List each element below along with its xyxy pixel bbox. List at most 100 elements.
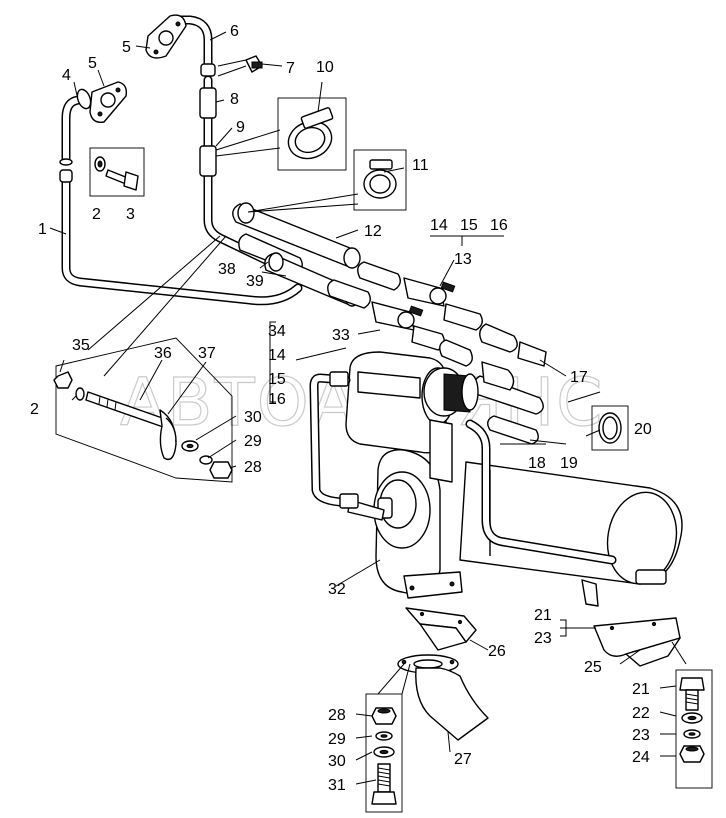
callout-23: 23	[632, 727, 650, 744]
callout-8: 8	[230, 91, 239, 108]
callout-30: 30	[244, 409, 262, 426]
bolt-31-bottom	[371, 763, 397, 805]
hose-17	[479, 323, 547, 367]
callout-2: 2	[30, 401, 39, 418]
heater-burner-32	[347, 449, 463, 599]
bracket-25	[593, 617, 681, 667]
hose-clamp-11	[363, 159, 397, 199]
nut-28-left	[209, 461, 233, 479]
callout-13: 13	[454, 251, 472, 268]
callout-31: 31	[328, 777, 346, 794]
hose-18	[439, 339, 473, 367]
callout-1: 1	[38, 221, 47, 238]
callout-21: 21	[534, 607, 552, 624]
callout-38: 38	[218, 261, 236, 278]
callout-27: 27	[454, 751, 472, 768]
callout-15: 15	[460, 217, 478, 234]
callout-6: 6	[230, 23, 239, 40]
washer-30-left	[181, 440, 199, 452]
bolt-kit-bottom-right-box	[675, 669, 713, 789]
leader-lines	[49, 31, 687, 785]
callout-2: 2	[92, 206, 101, 223]
washer-23-bottom	[683, 729, 701, 739]
heater-tank	[459, 461, 683, 607]
callout-4: 4	[62, 67, 71, 84]
callout-29: 29	[244, 433, 262, 450]
gasket-5-left	[89, 81, 128, 123]
callout-25: 25	[584, 659, 602, 676]
callout-26: 26	[488, 643, 506, 660]
callout-15: 15	[268, 371, 286, 388]
callout-30: 30	[328, 753, 346, 770]
callout-17: 17	[570, 369, 588, 386]
clamp-10-box	[277, 97, 347, 171]
elbow-pipe-6	[171, 15, 216, 77]
valve-33	[371, 301, 445, 351]
pipe-1	[59, 169, 303, 306]
callout-28: 28	[328, 707, 346, 724]
callout-36: 36	[154, 345, 172, 362]
hose-clamp-10	[287, 107, 334, 160]
callout-12: 12	[364, 223, 382, 240]
washer-30-bottom	[373, 746, 395, 758]
callout-35: 35	[72, 337, 90, 354]
callout-21: 21	[632, 681, 650, 698]
callout-28: 28	[244, 459, 262, 476]
heater-pipe	[465, 419, 617, 565]
hose-short-a	[357, 261, 401, 291]
callout-32: 32	[328, 581, 346, 598]
bolt-kit-bottom-left-box	[365, 693, 403, 813]
o-ring-20	[598, 412, 622, 444]
callout-16: 16	[268, 391, 286, 408]
callout-10: 10	[316, 59, 334, 76]
callout-3: 3	[126, 206, 135, 223]
bolt-21-bottom	[679, 677, 705, 711]
nut-35	[53, 371, 73, 389]
callout-7: 7	[286, 60, 295, 77]
hose-12	[232, 202, 361, 269]
clip-37	[159, 409, 177, 461]
callout-11: 11	[412, 157, 429, 174]
washer-22-bottom	[681, 712, 703, 724]
exhaust-elbow-27	[397, 654, 489, 741]
washer-2-top	[94, 156, 106, 172]
callout-23: 23	[534, 630, 552, 647]
callout-14: 14	[430, 217, 448, 234]
nut-28-bottom	[371, 707, 397, 725]
plug-7	[245, 55, 263, 73]
o-ring-20-box	[591, 405, 629, 451]
callout-5: 5	[122, 39, 131, 56]
callout-labels: 1 2 3 4 5 5 6 7 8 9 10 11 12 13 14 15 16…	[30, 23, 652, 794]
washer-29-bottom	[375, 731, 393, 741]
callout-33: 33	[332, 327, 350, 344]
callout-19: 19	[560, 455, 578, 472]
washer-2-left	[75, 387, 85, 401]
callout-24: 24	[632, 749, 650, 766]
washer-29-left	[199, 455, 213, 465]
callout-14: 14	[268, 347, 286, 364]
callout-34: 34	[268, 323, 286, 340]
clamp-11-box	[353, 149, 407, 211]
hose-short-b	[327, 279, 371, 309]
elbow-pipe-4	[59, 88, 92, 166]
hose-sleeve-8	[199, 87, 217, 119]
bracket-kit-left-box	[55, 337, 233, 483]
pipe-9	[203, 75, 275, 267]
callout-18: 18	[528, 455, 546, 472]
heater-fan-motor	[345, 351, 479, 454]
gasket-5-top	[145, 14, 187, 59]
callout-39: 39	[246, 273, 264, 290]
nut-24-bottom	[679, 745, 705, 763]
callout-37: 37	[198, 345, 216, 362]
callout-29: 29	[328, 731, 346, 748]
heater-support	[429, 419, 453, 483]
hose-elbow-right	[481, 361, 515, 391]
hose-sleeve-9	[199, 145, 217, 177]
callout-22: 22	[632, 705, 650, 722]
callout-16: 16	[490, 217, 508, 234]
callout-5: 5	[88, 55, 97, 72]
bolt-3-top	[105, 169, 139, 191]
valve-13	[403, 277, 483, 331]
fuel-line	[309, 371, 359, 509]
